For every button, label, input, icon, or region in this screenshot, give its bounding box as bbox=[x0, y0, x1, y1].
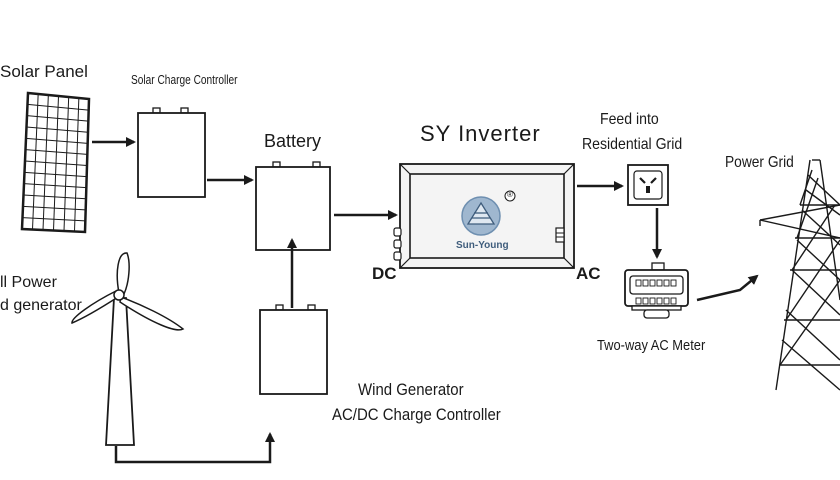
meter-digit-cell bbox=[656, 279, 663, 287]
solar-grid-line bbox=[24, 160, 88, 166]
solar-grid-line bbox=[27, 103, 89, 111]
wind-controller-label-line1: Wind Generator bbox=[358, 380, 464, 399]
solar-grid-line bbox=[22, 217, 86, 222]
wind-charge-controller-box bbox=[259, 304, 328, 395]
battery-label: Battery bbox=[264, 131, 322, 151]
dc-label: DC bbox=[372, 264, 397, 283]
solar-grid-line bbox=[26, 126, 89, 133]
power-grid-label: Power Grid bbox=[725, 154, 794, 171]
meter-digit-cell bbox=[663, 279, 670, 287]
feed-into-label-line1: Feed into bbox=[600, 111, 659, 128]
meter-digit-cell bbox=[656, 297, 663, 305]
solar-grid-line bbox=[23, 183, 87, 189]
battery-box bbox=[255, 161, 331, 251]
registered-mark: ® bbox=[507, 190, 513, 199]
meter-digit-cell bbox=[649, 297, 656, 305]
inverter-title: SY Inverter bbox=[420, 121, 541, 146]
meter-digit-cell bbox=[642, 297, 649, 305]
solar-charge-controller-label: Solar Charge Controller bbox=[131, 72, 238, 87]
meter-digit-cell bbox=[670, 297, 677, 305]
solar-grid-line bbox=[24, 171, 87, 178]
flow-arrows bbox=[92, 137, 759, 464]
meter-label: Two-way AC Meter bbox=[597, 337, 706, 354]
ac-label: AC bbox=[576, 264, 601, 283]
solar-panel-label: Solar Panel bbox=[0, 62, 88, 81]
solar-grid-line bbox=[22, 205, 86, 211]
meter-digit-cell bbox=[670, 279, 677, 287]
meter-icon bbox=[624, 262, 689, 319]
meter-digit-cell bbox=[649, 279, 656, 287]
solar-grid-line bbox=[26, 115, 89, 122]
solar-grid-line bbox=[25, 137, 88, 144]
inverter-unit bbox=[393, 163, 575, 269]
wind-generator-label-line1: ll Power bbox=[0, 274, 57, 291]
solar-grid-line bbox=[25, 149, 88, 155]
meter-digit-cell bbox=[635, 279, 642, 287]
meter-digit-cell bbox=[635, 297, 642, 305]
meter-digit-cell bbox=[642, 279, 649, 287]
power-tower-icon bbox=[759, 159, 840, 391]
wind-controller-label-line2: AC/DC Charge Controller bbox=[332, 405, 501, 424]
wind-generator-label-line2: d generator bbox=[0, 297, 82, 314]
solar-panel-icon bbox=[20, 91, 91, 234]
solar-charge-controller-box bbox=[137, 107, 206, 198]
feed-into-label-line2: Residential Grid bbox=[582, 136, 683, 153]
wall-socket-icon bbox=[627, 164, 669, 206]
wind-turbine-icon bbox=[71, 252, 185, 446]
meter-digit-cell bbox=[663, 297, 670, 305]
solar-grid-line bbox=[23, 194, 87, 200]
brand-name: Sun-Young bbox=[456, 240, 509, 251]
